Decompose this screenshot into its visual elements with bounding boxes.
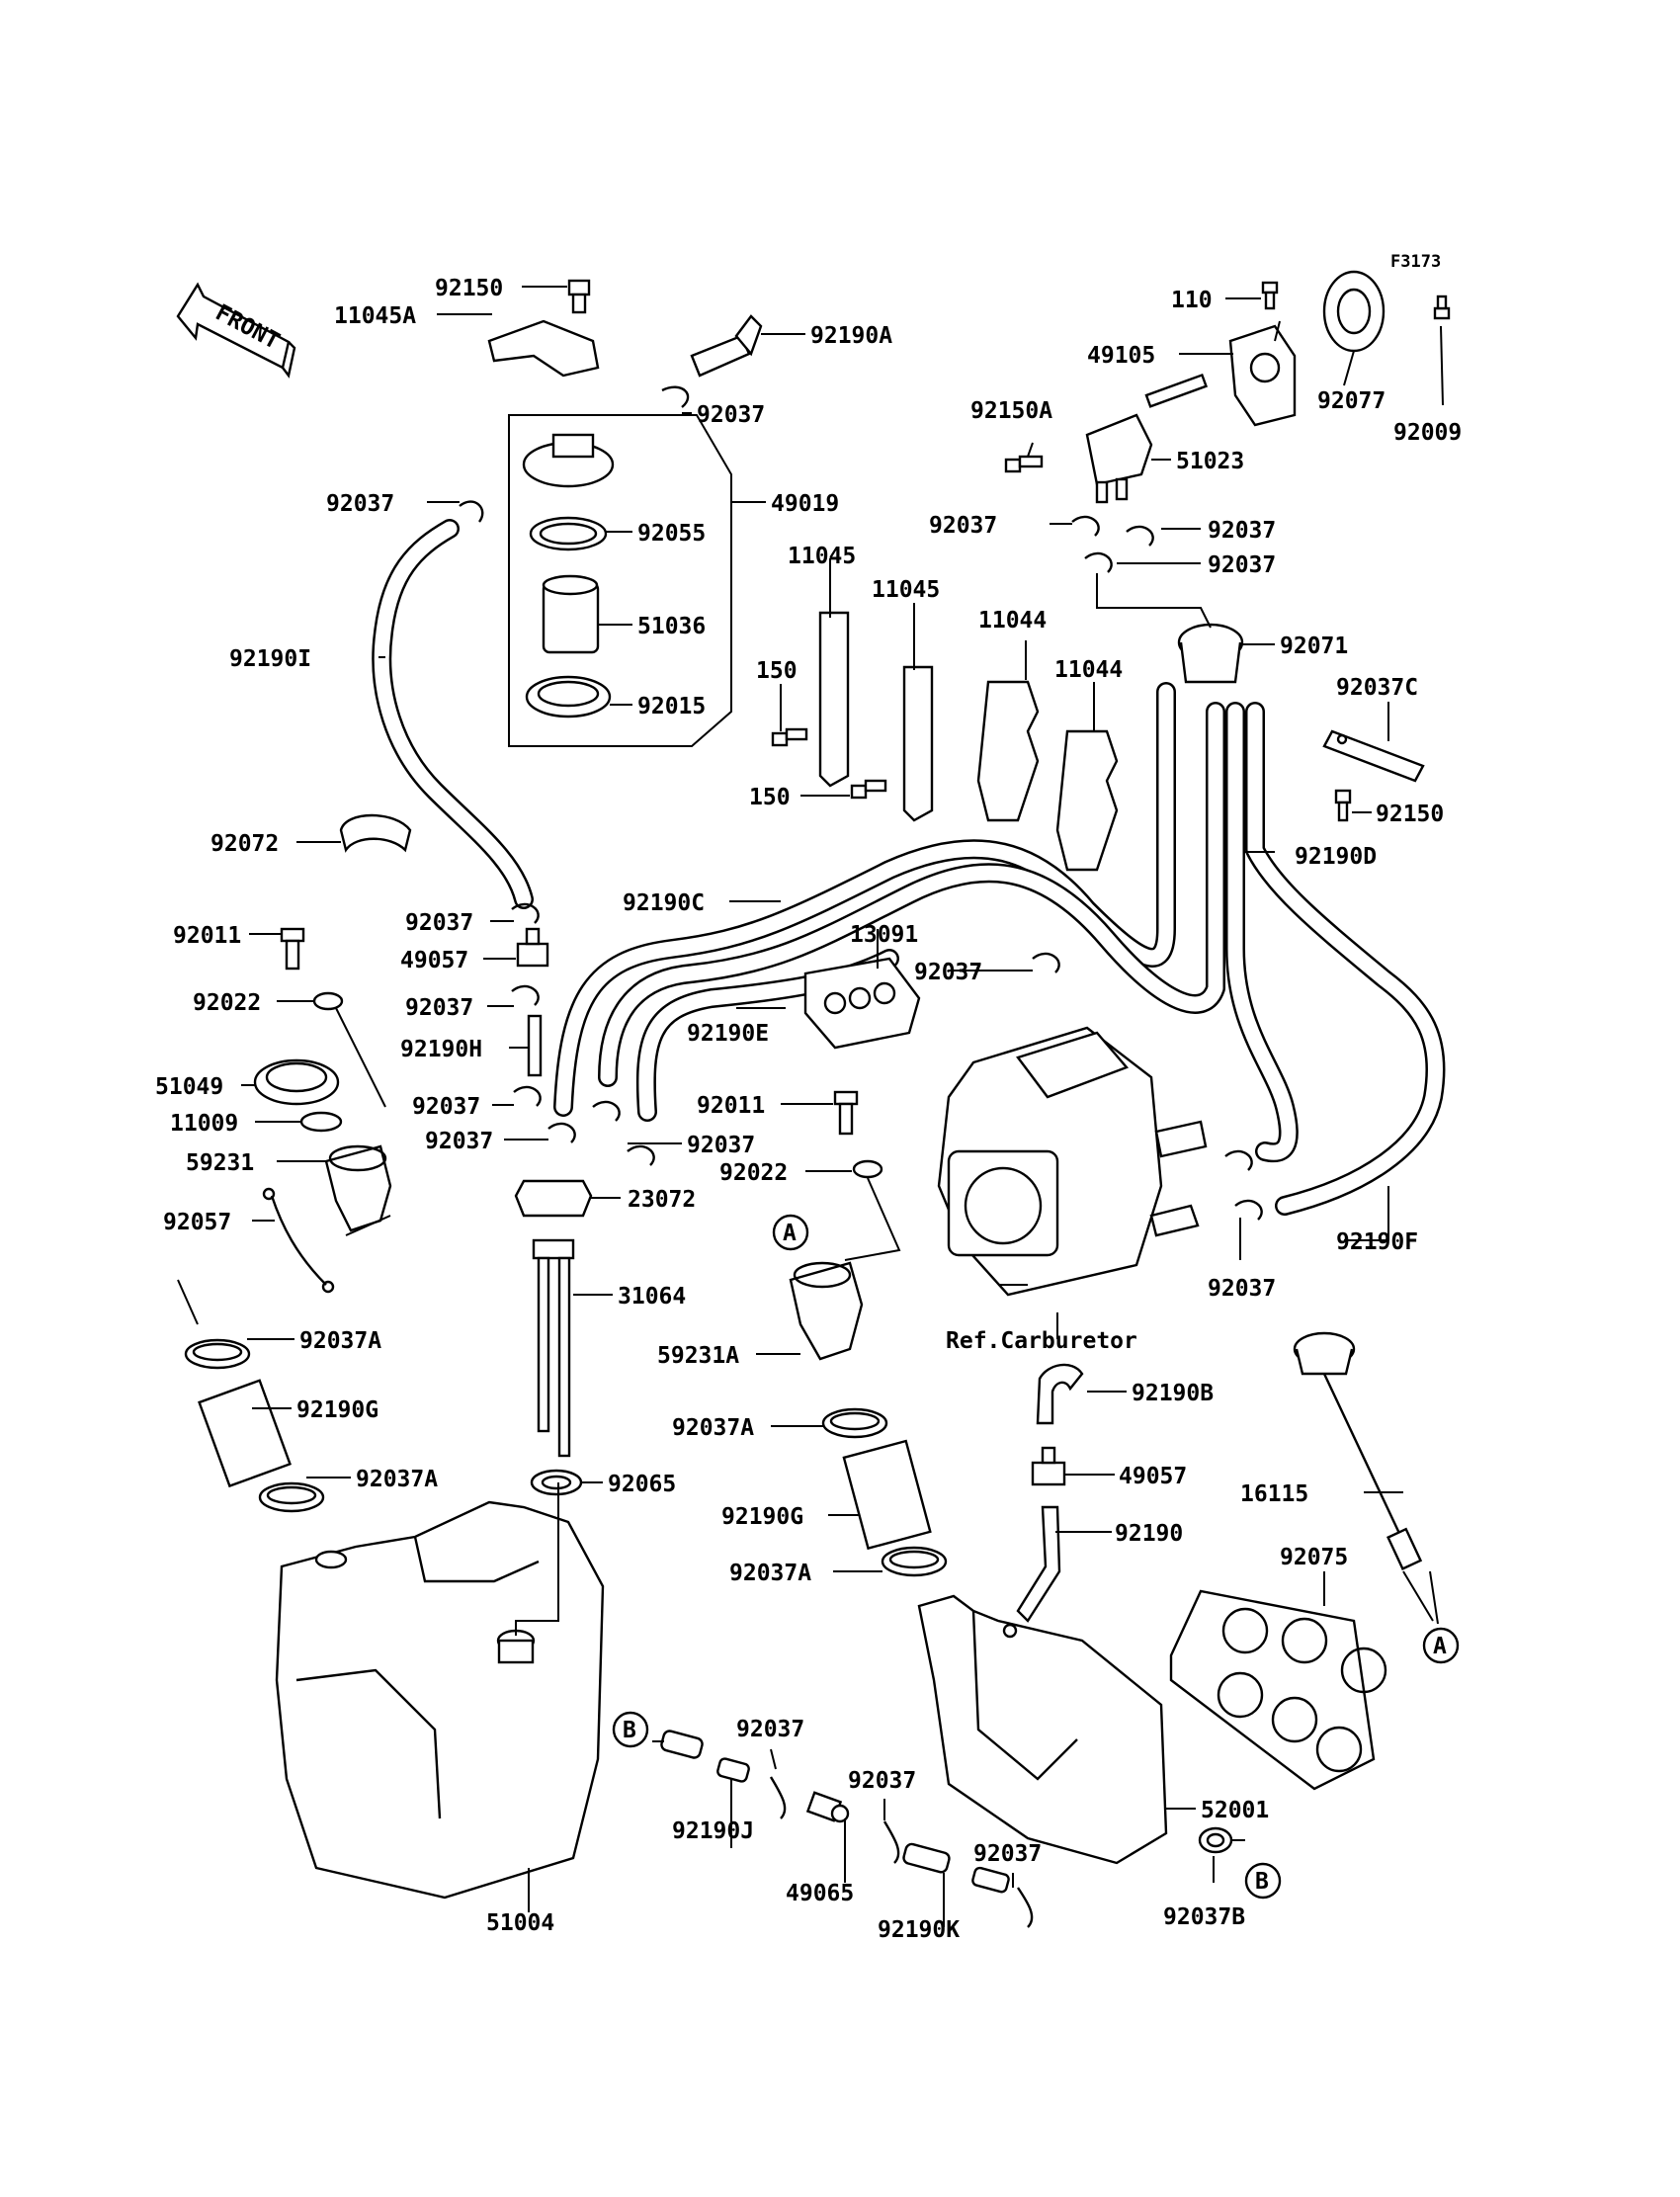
part-label: 92190H bbox=[400, 1037, 482, 1062]
part-label: 92037 bbox=[848, 1768, 916, 1794]
part-label: 11045 bbox=[872, 577, 940, 603]
part-label: 51023 bbox=[1176, 449, 1244, 474]
part-label: 92037 bbox=[1208, 1276, 1276, 1302]
part-label: 92190 bbox=[1115, 1521, 1183, 1547]
part-label: 11009 bbox=[170, 1111, 238, 1137]
part-label: 92190B bbox=[1132, 1381, 1214, 1406]
part-label: 110 bbox=[1171, 288, 1213, 313]
part-label: 13091 bbox=[850, 922, 918, 948]
part-label: 92022 bbox=[719, 1160, 788, 1186]
part-label: 92037 bbox=[425, 1129, 493, 1154]
svg-text:B: B bbox=[623, 1718, 636, 1743]
part-label: 92037 bbox=[687, 1133, 755, 1158]
part-label: 150 bbox=[756, 658, 798, 684]
part-label: 92190G bbox=[296, 1397, 378, 1423]
reference-markers: A A B B bbox=[612, 1214, 1460, 1900]
part-label: 92037 bbox=[405, 995, 473, 1021]
part-label: 92055 bbox=[637, 521, 706, 547]
part-label: 92057 bbox=[163, 1210, 231, 1235]
marker-b-right: B bbox=[1244, 1862, 1282, 1900]
part-label: 92009 bbox=[1393, 420, 1462, 446]
part-label: 51036 bbox=[637, 614, 706, 639]
part-label: 92075 bbox=[1280, 1545, 1348, 1570]
part-label: 11045A bbox=[334, 303, 416, 329]
part-label: 49057 bbox=[400, 948, 468, 973]
part-label: 92150 bbox=[1376, 802, 1444, 827]
part-label: 92037A bbox=[299, 1328, 381, 1354]
parts-shapes bbox=[184, 270, 1451, 1928]
part-label: 92037 bbox=[736, 1717, 804, 1742]
part-label: 92190J bbox=[672, 1818, 754, 1844]
part-label: 92037 bbox=[914, 960, 982, 985]
figure-code: F3173 bbox=[1390, 252, 1441, 272]
part-label: 92015 bbox=[637, 694, 706, 719]
part-label: 31064 bbox=[618, 1284, 686, 1310]
part-label: 92077 bbox=[1317, 388, 1386, 414]
marker-a-mid: A bbox=[772, 1214, 809, 1251]
svg-text:A: A bbox=[1433, 1634, 1447, 1659]
part-label: 92190I bbox=[229, 646, 311, 672]
part-label: 92037C bbox=[1336, 675, 1418, 701]
part-label: 92037 bbox=[1208, 518, 1276, 544]
part-label: 49065 bbox=[786, 1881, 854, 1906]
part-label: 92037 bbox=[1208, 552, 1276, 578]
part-label: 92190D bbox=[1295, 844, 1377, 870]
part-label: 92190K bbox=[878, 1917, 960, 1943]
part-label: 92037 bbox=[697, 402, 765, 428]
part-label: 92190G bbox=[721, 1504, 803, 1530]
part-label: 92150 bbox=[435, 276, 503, 301]
marker-b-left: B bbox=[612, 1711, 649, 1748]
part-label: 52001 bbox=[1201, 1798, 1269, 1823]
part-label: 92022 bbox=[193, 990, 261, 1016]
part-label: 59231A bbox=[657, 1343, 739, 1369]
leader-lines bbox=[177, 286, 1444, 1927]
part-label: 51049 bbox=[155, 1074, 223, 1100]
part-label: 92011 bbox=[697, 1093, 765, 1119]
marker-a-right: A bbox=[1422, 1627, 1460, 1664]
part-label: 92190C bbox=[623, 890, 705, 916]
part-label: 92150A bbox=[970, 398, 1052, 424]
part-label: 92190F bbox=[1336, 1229, 1418, 1255]
part-label: 11044 bbox=[978, 608, 1047, 634]
part-label: 150 bbox=[749, 785, 791, 810]
hoses bbox=[372, 519, 1446, 1216]
part-label: 92190A bbox=[810, 323, 892, 349]
part-label: 49105 bbox=[1087, 343, 1155, 369]
part-label: 92037B bbox=[1163, 1904, 1245, 1930]
part-label: 92071 bbox=[1280, 634, 1348, 659]
svg-text:A: A bbox=[783, 1221, 797, 1246]
part-label: 92065 bbox=[608, 1472, 676, 1497]
part-label: 92037 bbox=[973, 1841, 1042, 1867]
part-label: 92011 bbox=[173, 923, 241, 949]
bolt-icon bbox=[567, 279, 591, 314]
part-label: 59231 bbox=[186, 1150, 254, 1176]
part-label: 11045 bbox=[788, 544, 856, 569]
part-label: 11044 bbox=[1054, 657, 1123, 683]
svg-text:B: B bbox=[1255, 1869, 1269, 1895]
part-label: 51004 bbox=[486, 1910, 554, 1936]
part-label: 92190E bbox=[687, 1021, 769, 1047]
part-label: 49057 bbox=[1119, 1464, 1187, 1489]
part-label: 92037 bbox=[326, 491, 394, 517]
part-label: 92037A bbox=[672, 1415, 754, 1441]
part-label: 23072 bbox=[628, 1187, 696, 1213]
part-label: 16115 bbox=[1240, 1481, 1308, 1507]
part-label: 92037 bbox=[929, 513, 997, 539]
part-label: 92037 bbox=[405, 910, 473, 936]
part-label: 49019 bbox=[771, 491, 839, 517]
front-arrow-icon: FRONT bbox=[176, 282, 296, 379]
part-label: 92072 bbox=[210, 831, 279, 857]
part-label: 92037A bbox=[729, 1561, 811, 1586]
part-label: 92037 bbox=[412, 1094, 480, 1120]
part-labels: 92150 11045A 92190A 92037 49019 92037 92… bbox=[155, 276, 1462, 1943]
ref-carburetor-label: Ref.Carburetor bbox=[946, 1328, 1137, 1354]
part-label: 92037A bbox=[356, 1467, 438, 1492]
